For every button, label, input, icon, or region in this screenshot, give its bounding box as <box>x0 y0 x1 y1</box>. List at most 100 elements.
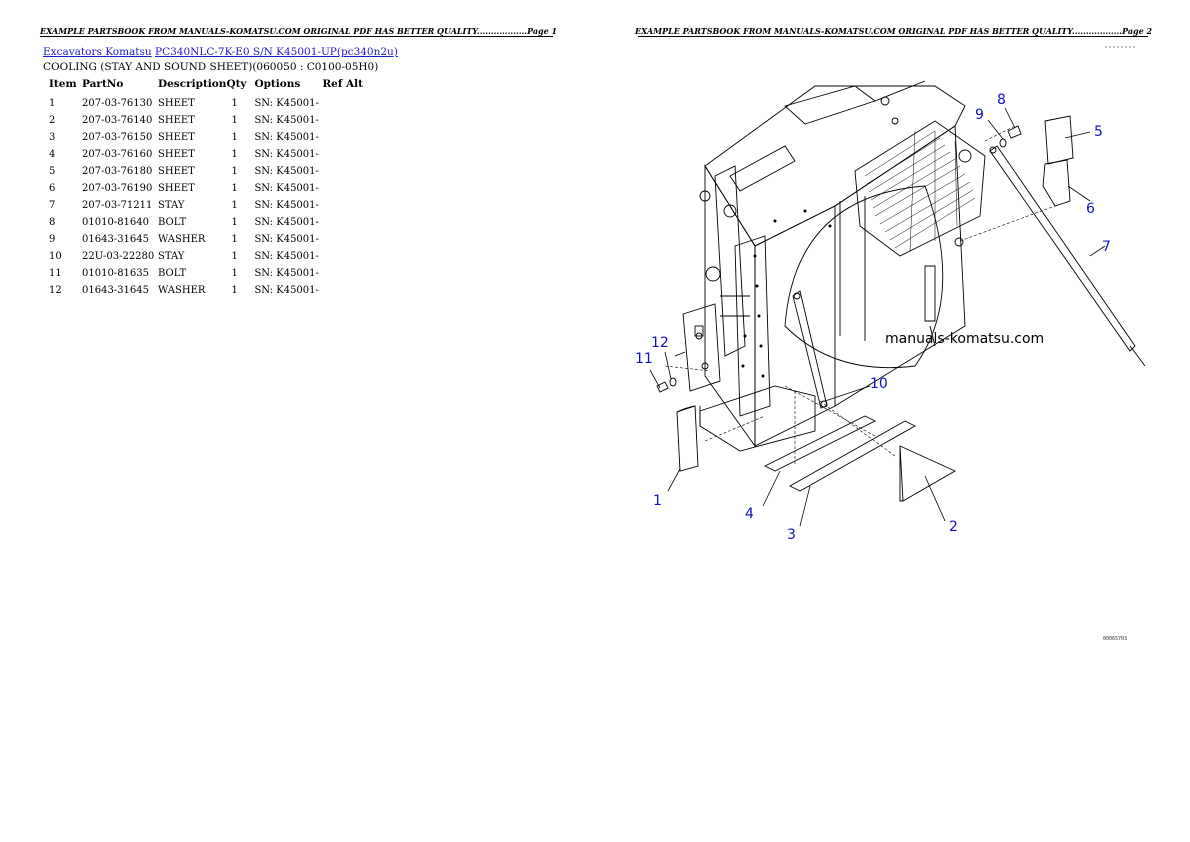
callout-4: 4 <box>745 506 754 522</box>
table-row: 9 01643-31645 WASHER 1 SN: K45001- <box>45 231 372 248</box>
cell-qty: 1 <box>231 285 238 296</box>
cell-partno: 22U-03-22280 <box>82 251 155 262</box>
cell-options: SN: K45001- <box>254 217 319 228</box>
callout-11: 11 <box>635 351 653 367</box>
table-header-row: Item PartNo Description Qty Options Ref … <box>45 77 372 95</box>
column-header-description: Description <box>158 78 227 90</box>
cell-refalt <box>322 231 372 248</box>
cell-qty: 1 <box>231 132 238 143</box>
cell-options: SN: K45001- <box>254 234 319 245</box>
cell-options: SN: K45001- <box>254 251 319 262</box>
cell-qty: 1 <box>231 166 238 177</box>
cell-item: 12 <box>49 285 62 296</box>
cell-refalt <box>322 248 372 265</box>
cell-description: SHEET <box>158 166 195 177</box>
cell-description: WASHER <box>158 285 206 296</box>
callout-8: 8 <box>997 92 1006 108</box>
cell-options: SN: K45001- <box>254 200 319 211</box>
breadcrumb-category-link[interactable]: Excavators Komatsu <box>43 46 152 58</box>
cell-qty: 1 <box>231 183 238 194</box>
radiator-assembly-drawing <box>649 46 1146 527</box>
cell-item: 10 <box>49 251 62 262</box>
breadcrumb-model-link[interactable]: PC340NLC-7K-E0 S/N K45001-UP(pc340n2u) <box>155 46 398 58</box>
cell-description: SHEET <box>158 149 195 160</box>
cell-partno: 01643-31645 <box>82 285 150 296</box>
cell-item: 1 <box>49 98 56 109</box>
breadcrumb: Excavators Komatsu PC340NLC-7K-E0 S/N K4… <box>43 46 398 58</box>
callout-10: 10 <box>870 376 888 392</box>
cell-qty: 1 <box>231 115 238 126</box>
cell-item: 4 <box>49 149 56 160</box>
cell-qty: 1 <box>231 268 238 279</box>
cell-item: 7 <box>49 200 56 211</box>
cell-options: SN: K45001- <box>254 285 319 296</box>
cell-refalt <box>322 180 372 197</box>
cell-partno: 207-03-71211 <box>82 200 153 211</box>
callout-2: 2 <box>949 519 958 535</box>
cell-description: STAY <box>158 200 185 211</box>
column-header-options: Options <box>254 78 301 90</box>
cell-refalt <box>322 214 372 231</box>
parts-diagram: 1 2 3 4 5 6 7 8 9 10 11 12 manuals-komat… <box>635 46 1150 646</box>
page-2: EXAMPLE PARTSBOOK FROM MANUALS-KOMATSU.C… <box>595 0 1190 842</box>
column-header-qty: Qty <box>226 78 247 90</box>
cell-options: SN: K45001- <box>254 98 319 109</box>
callout-7: 7 <box>1102 239 1111 255</box>
cell-refalt <box>322 112 372 129</box>
cell-partno: 01643-31645 <box>82 234 150 245</box>
cell-refalt <box>322 95 372 112</box>
cell-partno: 01010-81640 <box>82 217 150 228</box>
cell-item: 11 <box>49 268 62 279</box>
cell-qty: 1 <box>231 251 238 262</box>
cell-qty: 1 <box>231 200 238 211</box>
cell-description: WASHER <box>158 234 206 245</box>
cell-description: STAY <box>158 251 185 262</box>
callout-9: 9 <box>975 107 984 123</box>
page-header: EXAMPLE PARTSBOOK FROM MANUALS-KOMATSU.C… <box>40 26 558 36</box>
cell-qty: 1 <box>231 149 238 160</box>
cell-refalt <box>322 265 372 282</box>
cell-refalt <box>322 197 372 214</box>
page-header: EXAMPLE PARTSBOOK FROM MANUALS-KOMATSU.C… <box>635 26 1153 36</box>
header-divider <box>638 36 1148 37</box>
cell-partno: 01010-81635 <box>82 268 150 279</box>
cell-refalt <box>322 146 372 163</box>
cell-partno: 207-03-76150 <box>82 132 153 143</box>
cell-refalt <box>322 163 372 180</box>
cell-description: SHEET <box>158 98 195 109</box>
cell-item: 9 <box>49 234 56 245</box>
header-divider <box>40 36 553 37</box>
cell-description: BOLT <box>158 268 187 279</box>
cell-item: 2 <box>49 115 56 126</box>
cell-item: 5 <box>49 166 56 177</box>
callout-6: 6 <box>1086 201 1095 217</box>
parts-table: Item PartNo Description Qty Options Ref … <box>45 77 372 299</box>
callout-1: 1 <box>653 493 662 509</box>
column-header-item: Item <box>49 78 77 90</box>
cell-options: SN: K45001- <box>254 183 319 194</box>
figure-code: 00065703 <box>1103 636 1128 642</box>
column-header-refalt: Ref Alt <box>322 78 364 90</box>
cell-options: SN: K45001- <box>254 132 319 143</box>
table-row: 11 01010-81635 BOLT 1 SN: K45001- <box>45 265 372 282</box>
cell-item: 8 <box>49 217 56 228</box>
watermark-text: manuals-komatsu.com <box>885 331 1045 347</box>
cell-qty: 1 <box>231 234 238 245</box>
cell-options: SN: K45001- <box>254 268 319 279</box>
cell-description: SHEET <box>158 132 195 143</box>
cell-description: BOLT <box>158 217 187 228</box>
cell-description: SHEET <box>158 115 195 126</box>
cell-options: SN: K45001- <box>254 166 319 177</box>
section-title: COOLING (STAY AND SOUND SHEET)(060050 : … <box>43 61 379 73</box>
column-header-partno: PartNo <box>82 78 124 90</box>
cell-options: SN: K45001- <box>254 115 319 126</box>
cell-item: 6 <box>49 183 56 194</box>
table-row: 7 207-03-71211 STAY 1 SN: K45001- <box>45 197 372 214</box>
